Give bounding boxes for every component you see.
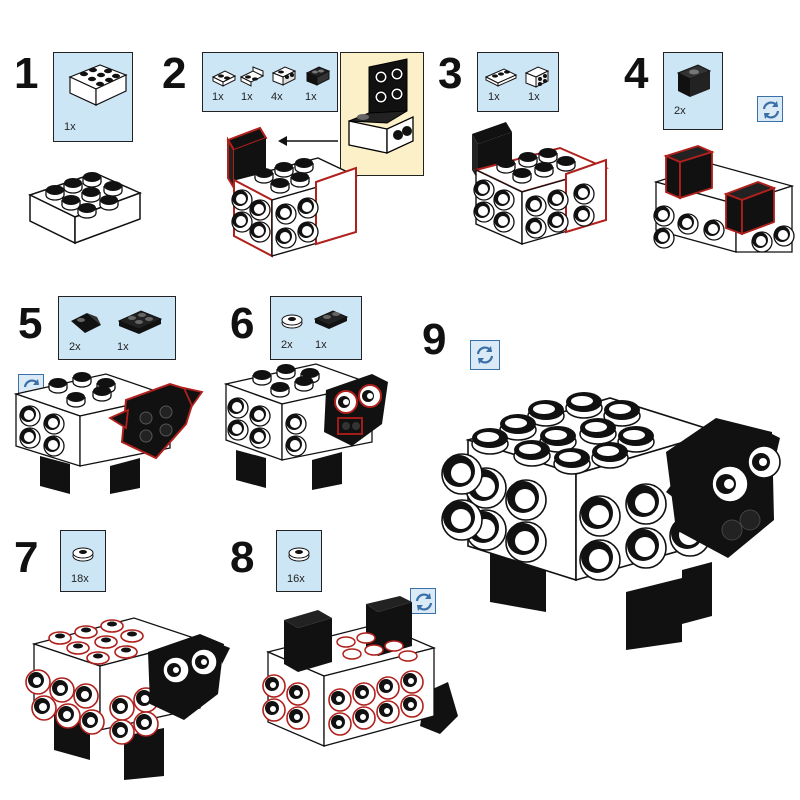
brick-2x4-white-part: [68, 64, 128, 106]
insert-arrow-icon: [278, 136, 338, 146]
step-5-part-qty-2: 1x: [117, 341, 129, 353]
step-2-part-qty-4: 1x: [305, 91, 317, 103]
step-7-model: [25, 617, 230, 780]
rotate-model-icon: [762, 99, 780, 121]
step-5-parts-callout: 2x 1x: [58, 296, 176, 360]
step-6-model: [223, 363, 388, 490]
step-2-part-qty-1: 1x: [212, 91, 224, 103]
plate-2x2-black-part: [117, 310, 163, 334]
step-2-subassembly-callout: [340, 52, 424, 176]
bracket-side-white-part-2: [524, 66, 550, 88]
step-5-part-qty-1: 2x: [69, 341, 81, 353]
step-6-part-qty-1: 2x: [281, 339, 293, 351]
step-2-parts-callout: 1x 1x 4x 1x: [202, 52, 338, 112]
subassembly-bracket-model: [348, 58, 414, 155]
step-3-model: [472, 122, 609, 246]
step-1-parts-callout: 1x: [53, 52, 133, 142]
round-plate-white-part-3: [288, 547, 310, 562]
step-2-part-qty-2: 1x: [241, 91, 253, 103]
bracket-black-part: [305, 66, 331, 86]
bracket-side-white-part: [271, 66, 297, 86]
rotate-model-icon: [476, 344, 494, 366]
step-9-number: 9: [422, 315, 447, 364]
step-4-model: [653, 145, 795, 253]
step-3-parts-callout: 1x 1x: [477, 52, 559, 112]
round-plate-white-part-2: [72, 547, 94, 562]
step-4-parts-callout: 2x: [663, 52, 723, 130]
step-6-number: 6: [230, 299, 255, 348]
step-5-number: 5: [18, 299, 43, 348]
step-3-number: 3: [438, 49, 463, 98]
plate-1x3-white-part: [484, 68, 518, 87]
step-2-model: [226, 126, 358, 258]
step-8-model: [262, 596, 458, 747]
step-8-number: 8: [230, 533, 255, 582]
step-4-part-qty: 2x: [674, 105, 686, 117]
step-9-final-sheep-model: [441, 391, 781, 650]
step-7-parts-callout: 18x: [60, 530, 106, 592]
step-4-number: 4: [624, 49, 649, 98]
step-1-part-qty: 1x: [64, 121, 76, 133]
step-7-number: 7: [14, 533, 39, 582]
slope-black-part: [71, 313, 101, 333]
step-5-model: [13, 371, 204, 494]
plate-1x2-white-part: [211, 70, 237, 87]
round-plate-white-part: [281, 314, 303, 329]
step-8-part-qty: 16x: [287, 573, 305, 585]
plate-1x2-black-part: [313, 310, 349, 329]
step-6-parts-callout: 2x 1x: [270, 296, 362, 360]
step-7-part-qty: 18x: [71, 573, 89, 585]
step-1-number: 1: [14, 49, 39, 98]
bracket-white-part: [239, 66, 265, 87]
step-2-number: 2: [162, 49, 187, 98]
step-9-rotate-button[interactable]: [470, 340, 500, 370]
step-3-part-qty-1: 1x: [488, 91, 500, 103]
step-8-parts-callout: 16x: [276, 530, 322, 592]
arch-1x2-black-part: [676, 64, 712, 97]
step-1-model: [28, 171, 142, 245]
step-6-part-qty-2: 1x: [315, 339, 327, 351]
step-8-rotate-button[interactable]: [410, 588, 436, 614]
step-3-part-qty-2: 1x: [528, 91, 540, 103]
step-2-part-qty-3: 4x: [271, 91, 283, 103]
step-4-rotate-button[interactable]: [757, 96, 783, 122]
